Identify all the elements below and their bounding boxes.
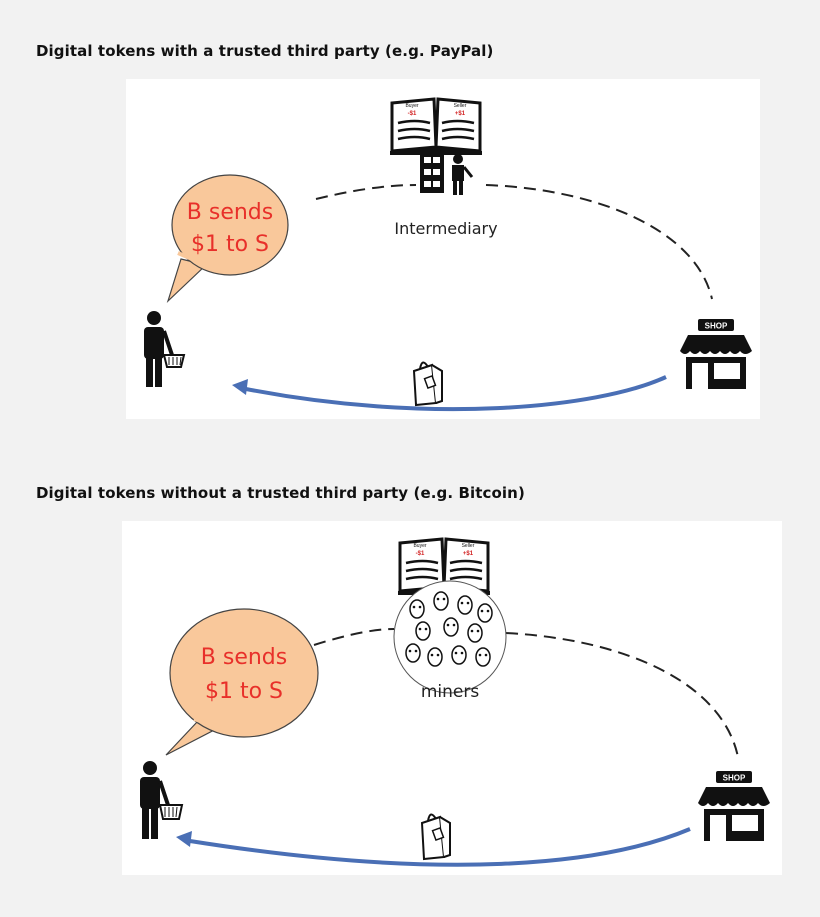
center-label: Intermediary xyxy=(394,219,497,238)
shopping-bag-icon xyxy=(412,361,443,407)
shop-sign: SHOP xyxy=(705,322,728,331)
goods-arrow xyxy=(189,827,691,867)
shop-icon: SHOP xyxy=(698,771,770,841)
diagram-trustless: B sends $1 to S Buyer Seller -$1 +$1 xyxy=(140,537,770,867)
ledger-left-value: -$1 xyxy=(416,551,425,557)
dashed-link-miners-shop xyxy=(505,632,739,758)
dashed-link-buyer-intermediary xyxy=(315,184,417,200)
bubble-line-1: B sends xyxy=(187,200,273,225)
ledger-left-value: -$1 xyxy=(408,111,417,117)
diagram-panel-trusted: B sends $1 to S Buyer Seller -$1 +$1 I xyxy=(126,79,760,419)
goods-arrow-head xyxy=(232,379,248,395)
bubble-line-2: $1 to S xyxy=(205,679,283,704)
section-title-trustless: Digital tokens without a trusted third p… xyxy=(36,484,525,502)
ledger-right-head: Seller xyxy=(454,103,467,109)
speech-bubble: B sends $1 to S xyxy=(166,174,289,304)
shopper-icon xyxy=(140,761,184,839)
ledger-book-icon: Buyer Seller -$1 +$1 xyxy=(390,97,482,155)
shop-sign: SHOP xyxy=(723,774,746,783)
bubble-line-1: B sends xyxy=(201,645,287,670)
section-title-trusted: Digital tokens with a trusted third part… xyxy=(36,42,494,60)
dashed-link-buyer-miners xyxy=(313,628,395,646)
dashed-link-intermediary-shop xyxy=(485,184,713,300)
shopping-bag-icon xyxy=(420,813,451,861)
ledger-right-value: +$1 xyxy=(463,551,474,557)
bubble-line-2: $1 to S xyxy=(191,232,269,257)
ledger-left-head: Buyer xyxy=(405,103,418,109)
center-label: miners xyxy=(421,682,480,702)
diagram-trusted: B sends $1 to S Buyer Seller -$1 +$1 I xyxy=(144,97,752,412)
goods-arrow xyxy=(245,375,667,412)
ledger-right-value: +$1 xyxy=(455,111,466,117)
speech-bubble: B sends $1 to S xyxy=(165,608,319,756)
shop-icon: SHOP xyxy=(680,319,752,389)
ledger-left-head: Buyer xyxy=(413,543,426,549)
ledger-right-head: Seller xyxy=(462,543,475,549)
diagram-panel-trustless: B sends $1 to S Buyer Seller -$1 +$1 xyxy=(122,521,782,875)
miners-cluster-icon xyxy=(393,580,507,694)
shopper-icon xyxy=(144,311,186,387)
goods-arrow-head xyxy=(176,831,192,847)
intermediary-icon xyxy=(420,153,474,195)
